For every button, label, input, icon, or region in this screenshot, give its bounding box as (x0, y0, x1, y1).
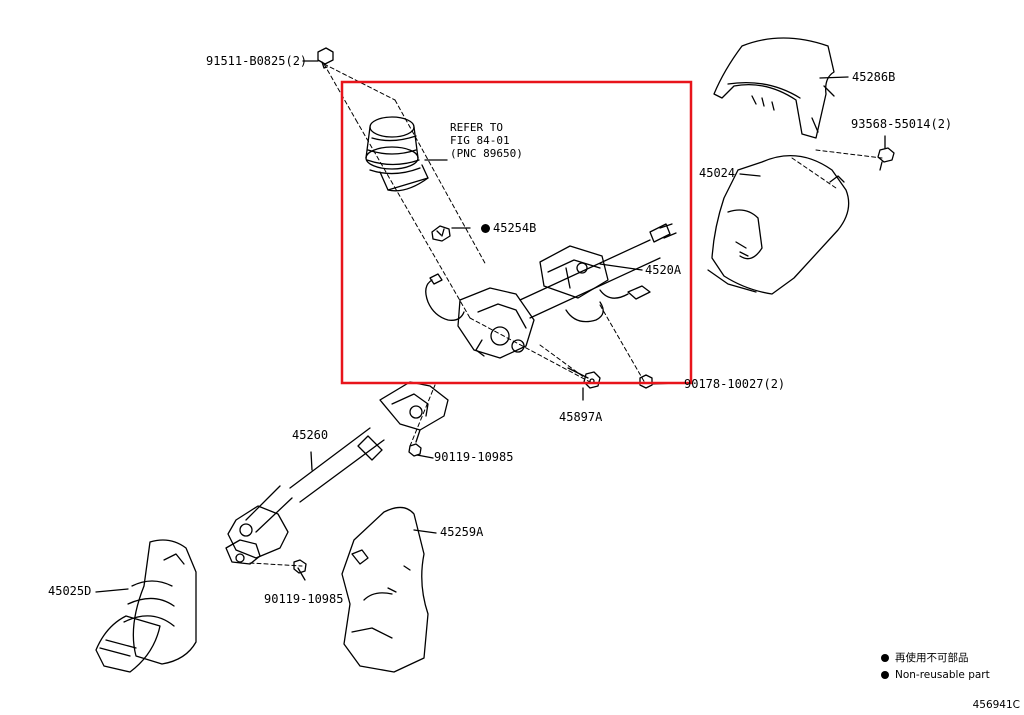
intermediate-shaft-45260-drawing (225, 381, 449, 565)
legend-dot-icon (881, 671, 889, 679)
clip-45254B-drawing (431, 225, 451, 242)
bolt-91511-drawing (317, 47, 334, 69)
legend-english-text: Non-reusable part (895, 669, 990, 681)
refer-note: REFER TO FIG 84-01 (PNC 89650) (450, 121, 523, 160)
label-45897A[interactable]: 45897A (559, 410, 603, 424)
steering-column-drawing (425, 223, 677, 359)
label-90178-10027[interactable]: 90178-10027(2) (684, 377, 786, 391)
lower-cover-45024-drawing (707, 155, 850, 295)
bolt-90119-a-drawing (408, 429, 422, 457)
refer-note-line-3: (PNC 89650) (450, 147, 523, 160)
upper-shaft-boot-drawing (365, 116, 429, 192)
screw-93568-drawing (877, 147, 895, 171)
label-91511-B0825[interactable]: 91511-B0825(2) (206, 54, 308, 68)
legend-row-japanese: 再使用不可部品 (881, 652, 969, 664)
refer-note-line-1: REFER TO (450, 121, 503, 134)
legend-dot-icon (881, 654, 889, 662)
label-90119-10985-upper[interactable]: 90119-10985 (434, 450, 514, 464)
nut-90178-drawing (639, 374, 653, 389)
label-93568-55014[interactable]: 93568-55014(2) (851, 117, 953, 131)
label-45259A[interactable]: 45259A (440, 525, 484, 539)
label-45286B[interactable]: 45286B (852, 70, 896, 84)
refer-note-line-2: FIG 84-01 (450, 134, 510, 147)
label-45024[interactable]: 45024 (699, 166, 736, 180)
figure-id: 456941C (972, 699, 1020, 711)
label-45025D[interactable]: 45025D (48, 584, 92, 598)
cover-45259A-drawing (341, 506, 429, 673)
upper-cover-45286B-drawing (713, 37, 835, 139)
label-45254B[interactable]: 45254B (481, 221, 536, 235)
label-4520A[interactable]: 4520A (645, 263, 682, 277)
bolt-45897A-drawing (567, 367, 601, 389)
bolt-90119-b-drawing (293, 559, 307, 574)
dashed-alignment-lines (249, 63, 883, 567)
boot-45025D-drawing (95, 539, 197, 673)
label-45260[interactable]: 45260 (292, 428, 329, 442)
legend-row-english: Non-reusable part (881, 669, 990, 681)
highlight-box (340, 80, 693, 385)
label-45254B-text: 45254B (493, 221, 537, 235)
legend-japanese-text: 再使用不可部品 (895, 652, 969, 664)
non-reusable-dot-icon (481, 224, 490, 233)
label-90119-10985-lower[interactable]: 90119-10985 (264, 592, 344, 606)
